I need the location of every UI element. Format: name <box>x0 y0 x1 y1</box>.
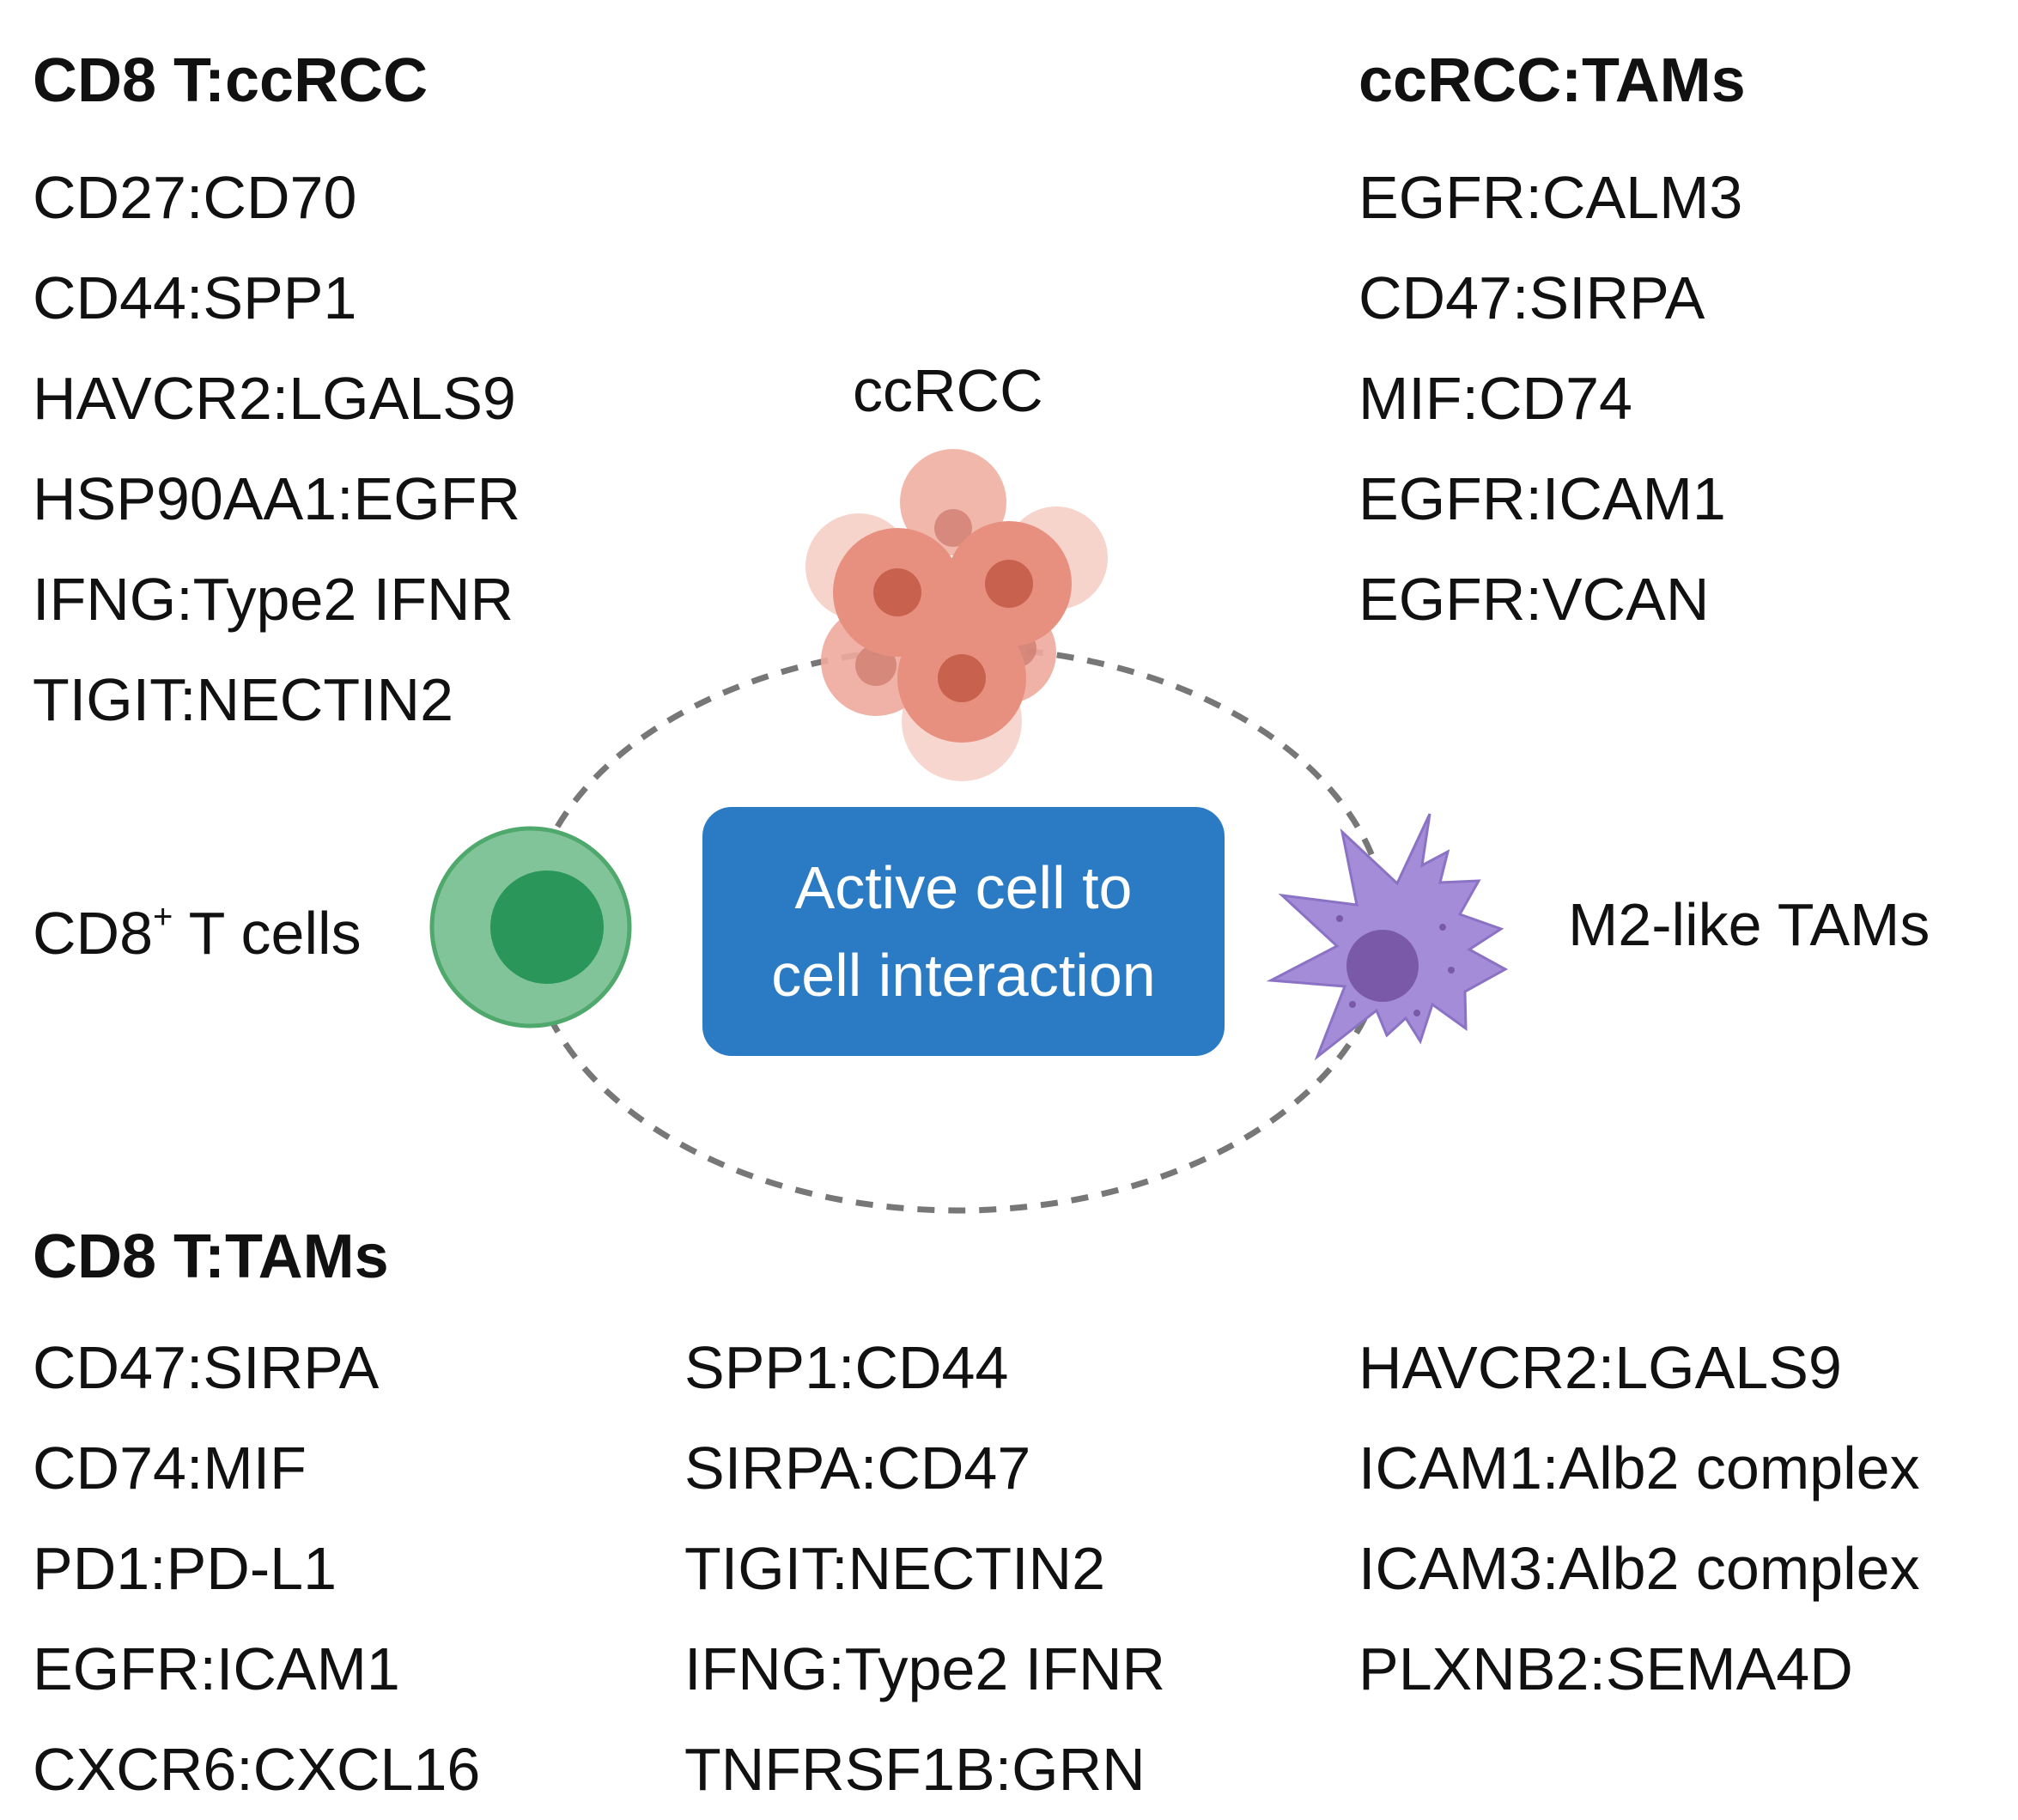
ccrcc-tumor-cluster-icon <box>805 449 1108 781</box>
list-item: EGFR:ICAM1 <box>1359 465 1726 532</box>
center-line-2: cell interaction <box>771 942 1156 1009</box>
list-item: CD47:SIRPA <box>33 1334 380 1401</box>
ccrcc-label: ccRCC <box>853 357 1043 424</box>
list-item: HAVCR2:LGALS9 <box>33 365 516 432</box>
list-item: CD44:SPP1 <box>33 264 357 331</box>
list-item: CD27:CD70 <box>33 164 357 231</box>
cd8-label-main: CD8 <box>33 900 154 967</box>
list-item: IFNG:Type2 IFNR <box>684 1635 1166 1702</box>
list-item: SIRPA:CD47 <box>684 1435 1031 1502</box>
list-item: ICAM3:Alb2 complex <box>1359 1535 1920 1602</box>
center-interaction-box: Active cell to cell interaction <box>702 807 1225 1056</box>
macrophage-icon <box>1266 813 1509 1061</box>
list-item: TIGIT:NECTIN2 <box>684 1535 1106 1602</box>
list-item: HAVCR2:LGALS9 <box>1359 1334 1842 1401</box>
list-item: TIGIT:NECTIN2 <box>33 666 454 733</box>
group-title-cd8-ccrcc: CD8 T:ccRCC <box>33 46 429 115</box>
list-item: PLXNB2:SEMA4D <box>1359 1635 1853 1702</box>
interaction-list-cd8-tams-col3: HAVCR2:LGALS9 ICAM1:Alb2 complex ICAM3:A… <box>1359 1318 1920 1720</box>
interaction-list-cd8-ccrcc: CD27:CD70 CD44:SPP1 HAVCR2:LGALS9 HSP90A… <box>33 148 520 750</box>
list-item: EGFR:ICAM1 <box>33 1635 400 1702</box>
cd8-t-cells-label: CD8+ T cells <box>33 900 362 963</box>
list-item: PD1:PD-L1 <box>33 1535 337 1602</box>
cd8-t-cell-icon <box>429 826 632 1028</box>
group-title-ccrcc-tams: ccRCC:TAMs <box>1359 46 1746 115</box>
center-line-1: Active cell to <box>794 854 1133 921</box>
interaction-list-cd8-tams-col2: SPP1:CD44 SIRPA:CD47 TIGIT:NECTIN2 IFNG:… <box>684 1318 1165 1820</box>
group-title-cd8-tams: CD8 T:TAMs <box>33 1222 389 1291</box>
list-item: EGFR:VCAN <box>1359 566 1710 633</box>
list-item: HSP90AA1:EGFR <box>33 465 520 532</box>
list-item: CD47:SIRPA <box>1359 264 1705 331</box>
interaction-list-ccrcc-tams: EGFR:CALM3 CD47:SIRPA MIF:CD74 EGFR:ICAM… <box>1359 148 1742 650</box>
list-item: ICAM1:Alb2 complex <box>1359 1435 1920 1502</box>
cd8-label-rest: T cells <box>173 900 362 967</box>
list-item: SPP1:CD44 <box>684 1334 1009 1401</box>
list-item: CXCR6:CXCL16 <box>33 1736 481 1803</box>
cd8-label-sup: + <box>153 898 173 936</box>
m2-tams-label: M2-like TAMs <box>1568 891 1930 958</box>
list-item: EGFR:CALM3 <box>1359 164 1743 231</box>
list-item: IFNG:Type2 IFNR <box>33 566 514 633</box>
interaction-list-cd8-tams-col1: CD47:SIRPA CD74:MIF PD1:PD-L1 EGFR:ICAM1… <box>33 1318 480 1820</box>
list-item: TNFRSF1B:GRN <box>684 1736 1146 1803</box>
list-item: CD74:MIF <box>33 1435 307 1502</box>
list-item: MIF:CD74 <box>1359 365 1632 432</box>
